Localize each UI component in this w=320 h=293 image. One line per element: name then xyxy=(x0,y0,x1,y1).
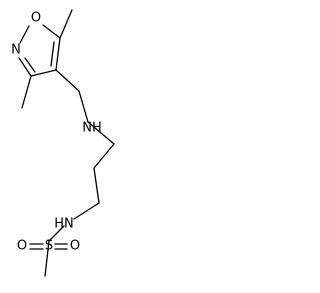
atom-o-sulfonyl-right: O xyxy=(70,239,80,254)
bond-ch2a-ch2b xyxy=(93,143,115,169)
structure-diagram: O N NH HN S O O xyxy=(11,9,115,277)
bond-o1-n2 xyxy=(19,25,30,44)
bond-ch2c-nh xyxy=(73,202,100,220)
bond-c4-c5 xyxy=(55,37,61,71)
bond-s-methyl xyxy=(44,240,50,277)
bond-c5-methyl xyxy=(59,9,73,39)
atom-o-ring: O xyxy=(31,11,41,26)
bond-nh-ch2a xyxy=(87,121,115,145)
bond-n2-c3-inner xyxy=(24,57,36,73)
bond-c4-c5-inner xyxy=(50,41,55,67)
bond-nh-s xyxy=(48,225,65,242)
bond-n2-c3 xyxy=(18,57,32,77)
bond-o1-c5 xyxy=(42,24,61,39)
atom-nh-amine: NH xyxy=(82,121,102,136)
atom-s: S xyxy=(45,239,53,254)
atom-o-sulfonyl-left: O xyxy=(17,239,27,254)
atom-labels: O N NH HN S O O xyxy=(11,11,102,254)
bond-c3-methyl xyxy=(21,75,32,109)
atom-hn-sulfonamide: HN xyxy=(54,217,74,232)
bond-ch2-nh xyxy=(78,90,89,123)
bonds xyxy=(18,9,115,277)
bond-c3-c4 xyxy=(30,69,57,77)
atom-n-ring: N xyxy=(11,43,21,58)
bond-ch2b-ch2c xyxy=(93,167,100,204)
bond-c4-ch2 xyxy=(55,69,80,92)
